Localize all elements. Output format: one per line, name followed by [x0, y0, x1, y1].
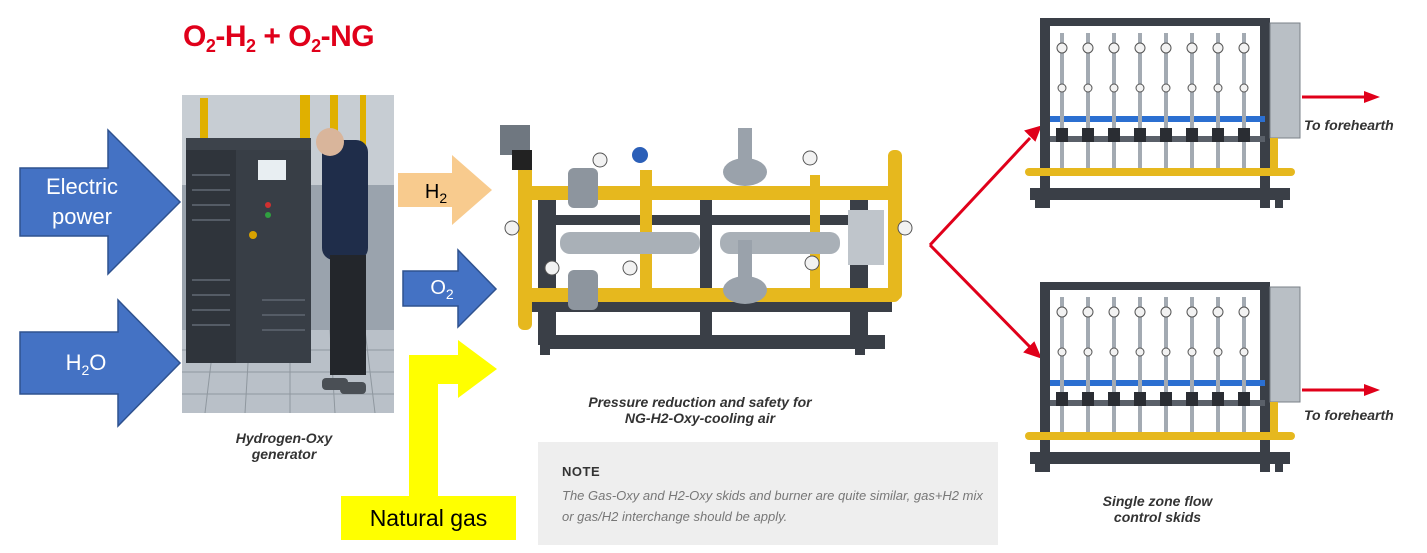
generator-caption: Hydrogen-Oxy generator	[235, 430, 333, 462]
output-bottom-label: To forehearth	[1304, 407, 1394, 423]
red-output-arrow	[1302, 91, 1380, 103]
output-top-label: To forehearth	[1304, 117, 1394, 133]
electric-power-label: Electric power	[45, 174, 119, 229]
flow-skid-top-photo	[1025, 18, 1301, 208]
o2-arrow	[402, 248, 498, 329]
pressure-skid-caption: Pressure reduction and safety for NG-H2-…	[588, 394, 812, 426]
generator-photo	[182, 95, 394, 414]
o2-label: O2	[430, 277, 454, 302]
water-label: H2O	[65, 350, 107, 378]
red-branch-arrows	[928, 125, 1042, 359]
natural-gas-label: Natural gas	[341, 496, 516, 540]
flow-skid-bottom-photo	[1025, 282, 1301, 472]
note-title: NOTE	[562, 464, 601, 479]
note-text: The Gas-Oxy and H2-Oxy skids and burner …	[562, 488, 983, 524]
note-box: NOTE The Gas-Oxy and H2-Oxy skids and bu…	[538, 442, 998, 545]
h2-arrow	[398, 155, 492, 225]
h2-label: H2	[424, 181, 448, 206]
diagram-title: O2-H2 + O2-NG	[183, 20, 375, 56]
natural-gas-bent-arrow	[409, 340, 497, 496]
flow-skids-caption: Single zone flow control skids	[1102, 493, 1213, 525]
red-output-arrow	[1302, 384, 1380, 396]
water-arrow	[19, 298, 182, 428]
electric-power-arrow	[19, 128, 182, 276]
pressure-skid-photo	[500, 125, 913, 355]
